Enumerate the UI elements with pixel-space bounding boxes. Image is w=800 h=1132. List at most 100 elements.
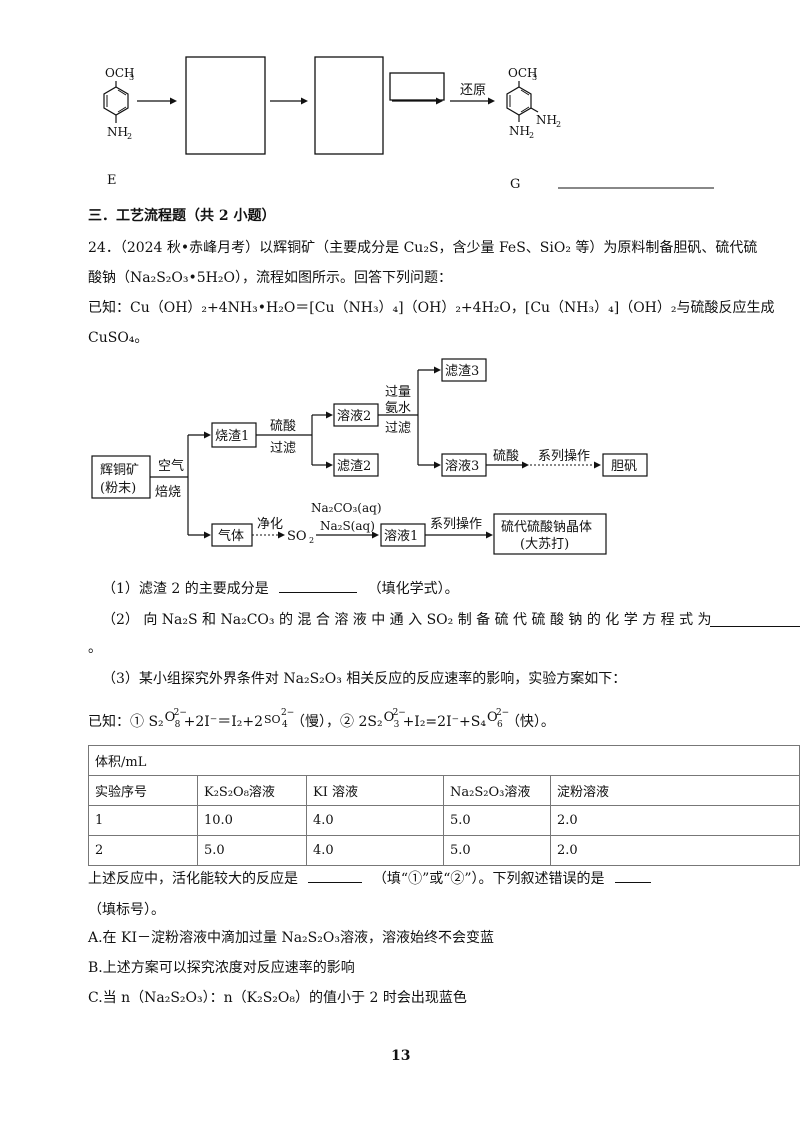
- na2s-label: Na₂S(aq): [320, 519, 375, 533]
- process-flow-diagram: 辉铜矿 (粉末) 空气 焙烧 烧渣1 硫酸 过滤 溶液2 滤渣2 过量 氨水 过…: [91, 358, 648, 555]
- q3b-text3: （填标号）。: [88, 902, 165, 918]
- table-header-row: 实验序号 K₂S₂O₈溶液 KI 溶液 Na₂S₂O₃溶液 淀粉溶液: [88, 775, 800, 806]
- filter-label: 过滤: [270, 441, 296, 456]
- reduce-label: 还原: [460, 83, 486, 98]
- ion-s2o3-sub: 3: [393, 720, 400, 730]
- series2-label: 系列操作: [430, 516, 482, 532]
- product-label-2: (大苏打): [520, 536, 569, 552]
- nh2-label: NH: [107, 125, 128, 139]
- so2-sub: 2: [309, 536, 314, 545]
- gas-label: 气体: [218, 528, 244, 544]
- table-cell: 1: [88, 805, 198, 836]
- q1-suffix: （填化学式）。: [367, 581, 459, 597]
- slag1-label: 烧渣1: [215, 429, 249, 444]
- table-cell: 2.0: [550, 835, 800, 866]
- ion-s2o3-base: O: [383, 710, 395, 725]
- molecule-e: OCH 3 NH 2: [103, 66, 134, 141]
- q3b-blank2[interactable]: [615, 868, 651, 883]
- q2-answer-blank[interactable]: [710, 612, 800, 627]
- label-e: E: [107, 173, 117, 188]
- nh2-sub: 2: [127, 132, 132, 141]
- ion-s2o8-base: O: [164, 710, 176, 725]
- option-c: C.当 n（Na₂S₂O₃）：n（K₂S₂O₈）的值小于 2 时会出现蓝色: [88, 990, 467, 1006]
- q24-known1: 已知：Cu（OH）₂+4NH₃•H₂O＝[Cu（NH₃）₄]（OH）₂+4H₂O…: [88, 300, 775, 316]
- section-title: 三．工艺流程题（共 2 小题）: [88, 208, 276, 224]
- table-cell: 4.0: [306, 805, 444, 836]
- table-caption-row: 体积/mL: [88, 745, 800, 776]
- table-cell: 2: [88, 835, 198, 866]
- ion-s4o6-base: O: [486, 710, 498, 725]
- ammonia-label: 氨水: [385, 401, 411, 416]
- known-part-c: （慢），② 2S₂: [291, 714, 383, 730]
- ion-so4-sup: 2−: [281, 708, 295, 718]
- air-label: 空气: [158, 458, 184, 474]
- option-b: B.上述方案可以探究浓度对反应速率的影响: [88, 960, 355, 976]
- nh2-label-g2: NH: [509, 124, 530, 138]
- sol2-label: 溶液2: [337, 409, 371, 424]
- och3-sub: 3: [129, 73, 134, 82]
- table-cell: 2.0: [550, 805, 800, 836]
- slag3-label: 滤渣3: [445, 364, 479, 379]
- known-part-b: +2I⁻＝I₂+2: [183, 714, 263, 730]
- sol3-label: 溶液3: [445, 459, 479, 474]
- q3-intro: （3）某小组探究外界条件对 Na₂S₂O₃ 相关反应的反应速率的影响，实验方案如…: [102, 671, 627, 687]
- na2co3-label: Na₂CO₃(aq): [311, 501, 382, 515]
- q2-end: 。: [88, 640, 102, 656]
- so2-label: SO: [287, 529, 307, 544]
- slag2-label: 滤渣2: [337, 459, 371, 474]
- nh2-label-g1: NH: [536, 113, 557, 127]
- q3-activation: 上述反应中，活化能较大的反应是 （填“①”或“②”）。下列叙述错误的是: [88, 868, 651, 889]
- q1-answer-blank[interactable]: [279, 578, 358, 593]
- ion-s2o8-sub: 8: [174, 720, 181, 730]
- q24-known2: CuSO₄。: [88, 330, 149, 346]
- ion-s2o3-sup: 2−: [392, 708, 406, 718]
- ion-s4o6-sup: 2−: [495, 708, 510, 718]
- ion-so4-base: SO: [264, 713, 281, 726]
- q2-text: （2） 向 Na₂S 和 Na₂CO₃ 的 混 合 溶 液 中 通 入 SO₂ …: [102, 612, 712, 628]
- option-a: A.在 KI－淀粉溶液中滴加过量 Na₂S₂O₃溶液，溶液始终不会变蓝: [88, 930, 494, 946]
- table-cell: 5.0: [197, 835, 307, 866]
- alum-label: 胆矾: [611, 459, 637, 474]
- acid2-label: 硫酸: [493, 449, 519, 464]
- q1: （1）滤渣 2 的主要成分是 （填化学式）。: [102, 578, 459, 599]
- table-cell: 4.0: [306, 835, 444, 866]
- table-row: 2 5.0 4.0 5.0 2.0: [88, 835, 800, 866]
- ore-label-2: (粉末): [100, 481, 136, 496]
- known-part-e: （快）。: [505, 714, 555, 730]
- table-header: K₂S₂O₈溶液: [197, 775, 307, 806]
- purify-label: 净化: [257, 517, 283, 532]
- q3b-text1: 上述反应中，活化能较大的反应是: [88, 871, 298, 887]
- blank-box-2: [314, 56, 384, 155]
- roast-label: 焙烧: [155, 485, 181, 500]
- q3b-blank1[interactable]: [308, 868, 363, 883]
- och3-label: OCH: [105, 66, 134, 80]
- alum-box: [602, 453, 648, 477]
- label-g: G: [510, 177, 520, 192]
- known-part-d: +I₂=2I⁻+S₄: [402, 714, 486, 730]
- blank-box-3: [389, 72, 445, 101]
- och3-label-g: OCH: [508, 66, 537, 80]
- q1-text: （1）滤渣 2 的主要成分是: [102, 581, 269, 597]
- table-cell: 5.0: [443, 805, 551, 836]
- experiment-table: 体积/mL 实验序号 K₂S₂O₈溶液 KI 溶液 Na₂S₂O₃溶液 淀粉溶液…: [88, 745, 800, 866]
- filter2-label: 过滤: [385, 421, 411, 436]
- ion-s2o8-sup: 2−: [173, 708, 187, 718]
- table-cell: 10.0: [197, 805, 307, 836]
- nh2-sub-g2: 2: [529, 131, 534, 140]
- och3-sub-g: 3: [532, 73, 537, 82]
- acid-label: 硫酸: [270, 419, 296, 434]
- ion-so4-sub: 4: [282, 720, 288, 730]
- table-header: 淀粉溶液: [550, 775, 800, 806]
- slag3-box: [441, 358, 487, 382]
- excess-label: 过量: [385, 385, 411, 400]
- nh2-sub-g1: 2: [556, 120, 561, 129]
- table-header: KI 溶液: [306, 775, 444, 806]
- table-caption: 体积/mL: [88, 745, 800, 776]
- sol1-label: 溶液1: [384, 529, 418, 544]
- table-header: Na₂S₂O₃溶液: [443, 775, 551, 806]
- series1-label: 系列操作: [538, 448, 590, 464]
- table-row: 1 10.0 4.0 5.0 2.0: [88, 805, 800, 836]
